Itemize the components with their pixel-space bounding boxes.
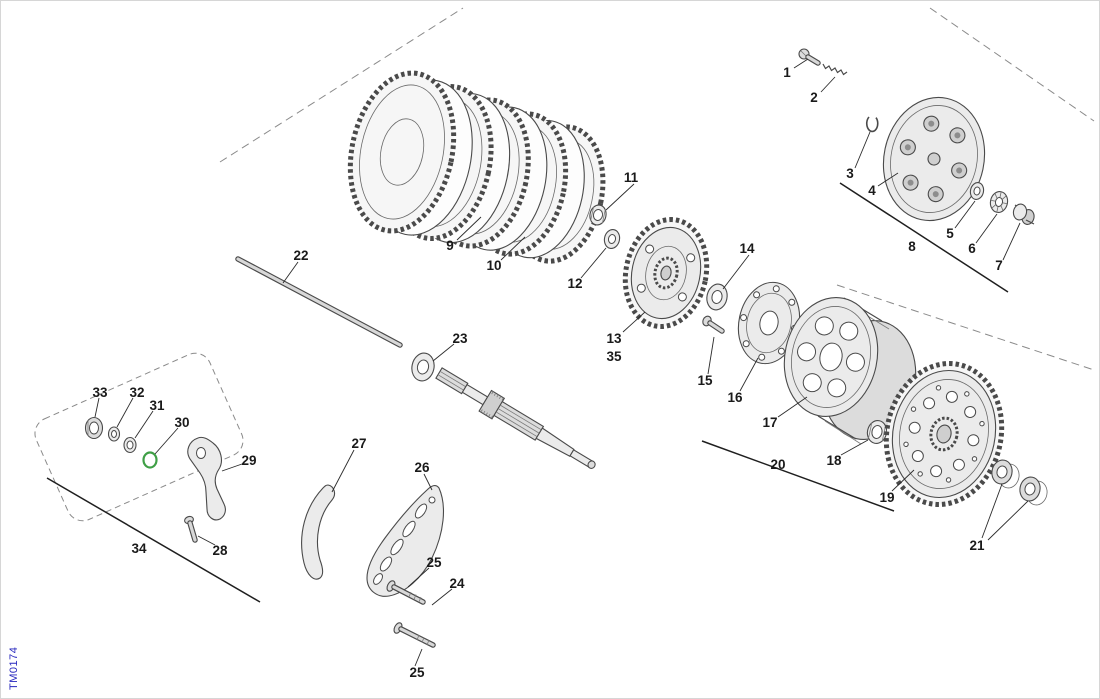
part-number-34: 34 (131, 541, 147, 556)
part-number-12: 12 (567, 276, 582, 291)
part-number-4: 4 (868, 183, 876, 198)
guide-shoe (301, 484, 336, 580)
clutch-release-lever (187, 436, 226, 521)
chain-guide-plate (366, 485, 444, 597)
part-number-5: 5 (946, 226, 954, 241)
part-number-9: 9 (446, 238, 454, 253)
mounting-bolt-upper (386, 580, 426, 605)
part-number-18: 18 (826, 453, 842, 468)
part-number-25a: 25 (426, 555, 442, 570)
spring-washer (989, 191, 1009, 213)
part-number-20: 20 (770, 457, 785, 472)
part-number-33: 33 (92, 385, 108, 400)
bracket-group-34 (46, 477, 261, 603)
hub-nut-small (589, 204, 607, 226)
part-number-6: 6 (968, 241, 976, 256)
transmission-shaft (435, 367, 596, 469)
dashed-group-outline (34, 352, 244, 522)
part-number-15: 15 (697, 373, 713, 388)
part-number-35: 35 (606, 349, 622, 364)
lever-bolt (184, 515, 198, 543)
part-number-26: 26 (414, 460, 430, 475)
washer-32 (107, 426, 121, 442)
part-number-labels: 1 2 3 4 5 6 7 8 9 10 11 12 13 35 14 15 1… (92, 65, 1002, 680)
part-number-29: 29 (241, 453, 256, 468)
shaft-washer (411, 352, 435, 382)
part-number-30: 30 (174, 415, 189, 430)
part-number-25b: 25 (409, 665, 425, 680)
part-number-17: 17 (762, 415, 777, 430)
cap-nut (1012, 203, 1035, 225)
part-number-24: 24 (449, 576, 465, 591)
part-number-27: 27 (351, 436, 366, 451)
part-number-8: 8 (908, 239, 916, 254)
plain-washer (969, 182, 985, 200)
part-number-11: 11 (624, 170, 639, 185)
part-number-2: 2 (810, 90, 818, 105)
part-number-3: 3 (846, 166, 854, 181)
bracket-group-8 (839, 182, 1009, 293)
clutch-center-hub (622, 217, 710, 329)
part-number-1: 1 (783, 65, 791, 80)
pressure-plate (882, 96, 986, 222)
mounting-bolt-lower (393, 622, 436, 648)
part-number-31: 31 (149, 398, 165, 413)
group-bracket-lines (46, 182, 1009, 603)
clutch-plate-stack (347, 70, 606, 264)
adjuster-screw (798, 48, 821, 66)
lock-washer (603, 229, 621, 249)
needle-bearings (991, 459, 1048, 506)
part-number-21: 21 (969, 538, 985, 553)
part-number-7: 7 (995, 258, 1003, 273)
spring (822, 63, 848, 76)
part-number-22: 22 (293, 248, 308, 263)
leader-lines (94, 58, 1029, 667)
diagram-code: TM0174 (8, 647, 20, 690)
o-ring (142, 451, 158, 469)
part-number-10: 10 (486, 258, 501, 273)
part-number-14: 14 (739, 241, 755, 256)
thrust-washer (706, 283, 728, 311)
clutch-pushrod (235, 256, 403, 348)
circlip (865, 116, 879, 133)
part-number-16: 16 (727, 390, 743, 405)
part-number-13: 13 (606, 331, 622, 346)
seal-collar-33 (84, 416, 104, 440)
washer-31 (123, 436, 137, 454)
part-number-23: 23 (452, 331, 468, 346)
bracket-group-20 (701, 440, 895, 512)
small-bolt-15 (702, 315, 725, 334)
part-number-28: 28 (212, 543, 228, 558)
construction-lines (34, 7, 1095, 522)
primary-driven-gear (883, 361, 1005, 507)
part-number-32: 32 (129, 385, 144, 400)
spring-retainer-plate (737, 281, 801, 365)
part-number-19: 19 (879, 490, 894, 505)
